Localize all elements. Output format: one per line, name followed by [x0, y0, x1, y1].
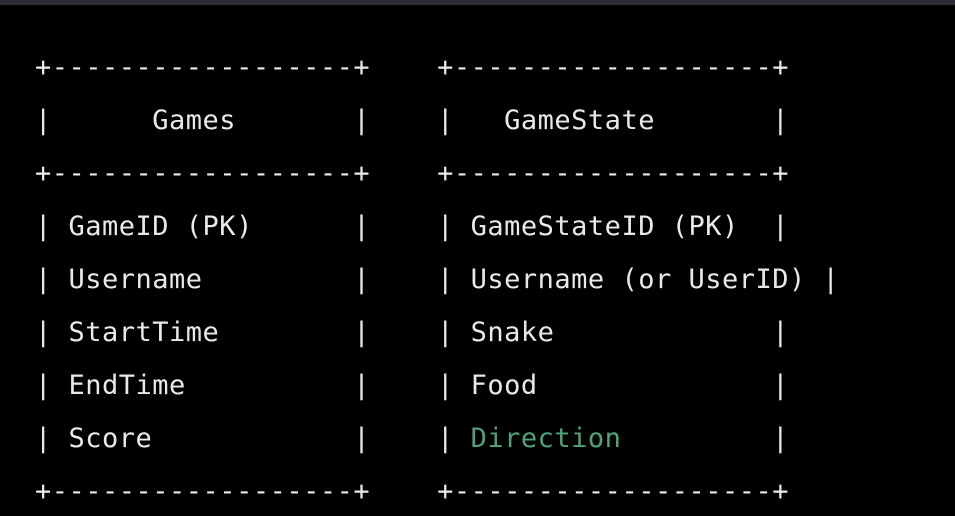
code-line: | Score | | Direction | [35, 419, 789, 459]
code-text: | [621, 423, 790, 454]
code-line: +------------------+ +------------------… [35, 154, 789, 194]
code-line: +------------------+ +------------------… [35, 472, 789, 512]
code-text: +------------------+ +------------------… [35, 476, 789, 507]
code-text: +------------------+ +------------------… [35, 158, 789, 189]
top-bar [0, 0, 955, 5]
code-line: +------------------+ +------------------… [35, 48, 789, 88]
code-line: | StartTime | | Snake | [35, 313, 789, 353]
code-text: | EndTime | | Food | [35, 370, 789, 401]
code-text: | Username | | Username (or UserID) | [35, 264, 840, 295]
code-line: | EndTime | | Food | [35, 366, 789, 406]
highlighted-token: Direction [470, 423, 622, 454]
code-text: +------------------+ +------------------… [35, 52, 789, 83]
code-text: | StartTime | | Snake | [35, 317, 789, 348]
code-text: | GameID (PK) | | GameStateID (PK) | [35, 211, 789, 242]
code-line: | Username | | Username (or UserID) | [35, 260, 839, 300]
code-line: | GameID (PK) | | GameStateID (PK) | [35, 207, 789, 247]
code-text: | Games | | GameState | [35, 105, 789, 136]
code-text: | Score | | [35, 423, 471, 454]
code-line: | Games | | GameState | [35, 101, 789, 141]
